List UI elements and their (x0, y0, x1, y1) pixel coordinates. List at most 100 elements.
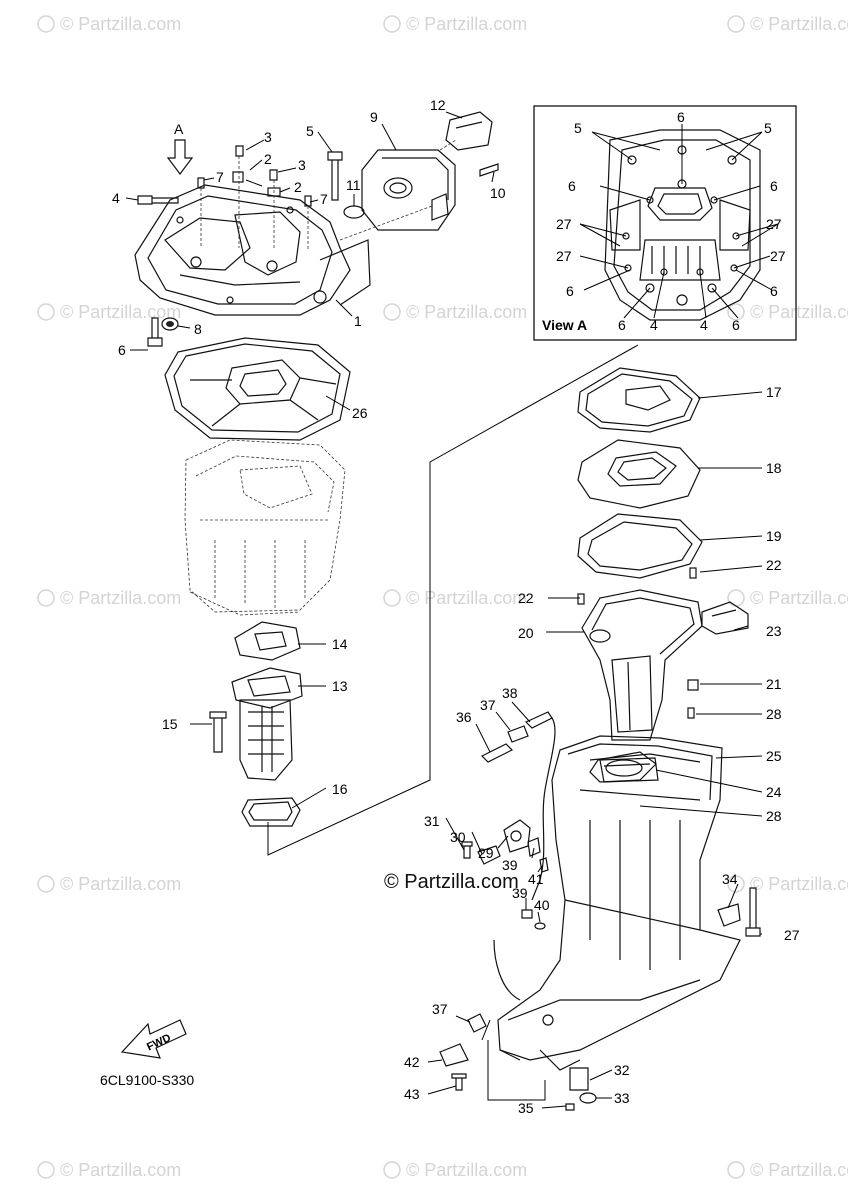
callout-16: 16 (332, 781, 348, 797)
view-a-callout-6-left: 6 (568, 178, 576, 194)
callout-numbers: 1 2 2 3 3 4 5 6 7 7 8 9 10 11 12 13 14 1… (112, 97, 800, 1116)
right-bolt-parts (717, 887, 761, 937)
watermark-row4-right: © Partzilla.com (727, 874, 848, 894)
callout-22-left: 22 (518, 590, 534, 606)
view-a-callout-27-b: 27 (766, 216, 782, 232)
svg-text:© Partzilla.com: © Partzilla.com (60, 874, 181, 894)
oil-pan-assembly (577, 567, 749, 741)
callout-40: 40 (534, 897, 550, 913)
callout-6: 6 (118, 342, 126, 358)
callout-20: 20 (518, 625, 534, 641)
svg-text:© Partzilla.com: © Partzilla.com (406, 302, 527, 322)
watermark-bottom-right: © Partzilla.com (727, 1160, 848, 1180)
callout-23: 23 (766, 623, 782, 639)
view-a-callout-27-d: 27 (770, 248, 786, 264)
callout-32: 32 (614, 1062, 630, 1078)
svg-text:© Partzilla.com: © Partzilla.com (60, 588, 181, 608)
view-a-callout-4-b: 4 (700, 317, 708, 333)
callout-7-b: 7 (320, 191, 328, 207)
view-a-callout-5-right: 5 (764, 120, 772, 136)
callout-14: 14 (332, 636, 348, 652)
callout-43: 43 (404, 1086, 420, 1102)
callout-2-a: 2 (264, 151, 272, 167)
callout-19: 19 (766, 528, 782, 544)
callout-8: 8 (194, 321, 202, 337)
callout-31: 31 (424, 813, 440, 829)
watermark-bottom-left: © Partzilla.com (37, 1160, 181, 1180)
callout-2-b: 2 (294, 179, 302, 195)
svg-text:© Partzilla.com: © Partzilla.com (750, 14, 848, 34)
callout-24: 24 (766, 784, 782, 800)
callout-36: 36 (456, 709, 472, 725)
callout-26: 26 (352, 405, 368, 421)
watermark-top-right: © Partzilla.com (727, 14, 848, 34)
watermark-bottom-center: © Partzilla.com (383, 1160, 527, 1180)
callout-38: 38 (502, 685, 518, 701)
callout-35: 35 (518, 1100, 534, 1116)
copyright-label: © Partzilla.com (384, 871, 519, 893)
view-arrow-icon (166, 139, 194, 175)
view-a-callout-6-right: 6 (770, 178, 778, 194)
callout-39-bottom: 39 (512, 885, 528, 901)
callout-3-a: 3 (264, 129, 272, 145)
lower-left-parts (209, 621, 303, 827)
callout-7-a: 7 (216, 169, 224, 185)
callout-9: 9 (370, 109, 378, 125)
gasket-26 (164, 337, 351, 441)
watermark-row3-left: © Partzilla.com (37, 588, 181, 608)
watermarks: © Partzilla.com © Partzilla.com © Partzi… (37, 14, 848, 1180)
view-a-callout-6-top: 6 (677, 109, 685, 125)
callout-10: 10 (490, 185, 506, 201)
callout-15: 15 (162, 716, 178, 732)
diagram-code: 6CL9100-S330 (100, 1072, 194, 1088)
view-a-callout-5-left: 5 (574, 120, 582, 136)
callout-1: 1 (354, 313, 362, 329)
callout-11: 11 (346, 177, 361, 193)
callout-18: 18 (766, 460, 782, 476)
view-a-callout-6-bottom-left: 6 (566, 283, 574, 299)
view-marker: A (174, 121, 184, 137)
watermark-row3-right: © Partzilla.com (727, 588, 848, 608)
svg-text:FWD: FWD (145, 1032, 173, 1053)
callout-41: 41 (528, 871, 544, 887)
frame-line (267, 344, 639, 856)
callout-17: 17 (766, 384, 782, 400)
upper-casing-ghost (184, 439, 346, 616)
svg-text:© Partzilla.com: © Partzilla.com (750, 302, 848, 322)
small-hardware (439, 711, 597, 1111)
callout-25: 25 (766, 748, 782, 764)
callout-37-top: 37 (480, 697, 496, 713)
callout-29: 29 (478, 845, 494, 861)
svg-text:© Partzilla.com: © Partzilla.com (406, 1160, 527, 1180)
svg-text:© Partzilla.com: © Partzilla.com (406, 588, 527, 608)
view-a-callout-6-b1: 6 (618, 317, 626, 333)
callout-22-right: 22 (766, 557, 782, 573)
watermark-row2-center: © Partzilla.com (383, 302, 527, 322)
callout-12: 12 (430, 97, 446, 113)
svg-text:© Partzilla.com: © Partzilla.com (406, 14, 527, 34)
svg-text:© Partzilla.com: © Partzilla.com (750, 588, 848, 608)
gaskets-right (577, 367, 703, 579)
watermark-row3-center: © Partzilla.com (383, 588, 527, 608)
view-a-callout-6-bottom-right: 6 (770, 283, 778, 299)
view-a-callout-4-a: 4 (650, 317, 658, 333)
callout-39-top: 39 (502, 857, 518, 873)
view-a-callout-6-b2: 6 (732, 317, 740, 333)
svg-text:© Partzilla.com: © Partzilla.com (750, 1160, 848, 1180)
callout-33: 33 (614, 1090, 630, 1106)
callout-28-top: 28 (766, 706, 782, 722)
callout-27: 27 (784, 927, 800, 943)
callout-30: 30 (450, 829, 466, 845)
svg-text:© Partzilla.com: © Partzilla.com (60, 302, 181, 322)
watermark-top-left: © Partzilla.com (37, 14, 181, 34)
callout-leaders (125, 111, 763, 1109)
view-a-label: View A (542, 317, 587, 333)
svg-text:© Partzilla.com: © Partzilla.com (60, 14, 181, 34)
callout-4: 4 (112, 190, 120, 206)
svg-text:© Partzilla.com: © Partzilla.com (750, 874, 848, 894)
view-a-frame (533, 105, 797, 341)
watermark-row2-left: © Partzilla.com (37, 302, 181, 322)
view-a-callout-27-c: 27 (556, 248, 572, 264)
callout-13: 13 (332, 678, 348, 694)
